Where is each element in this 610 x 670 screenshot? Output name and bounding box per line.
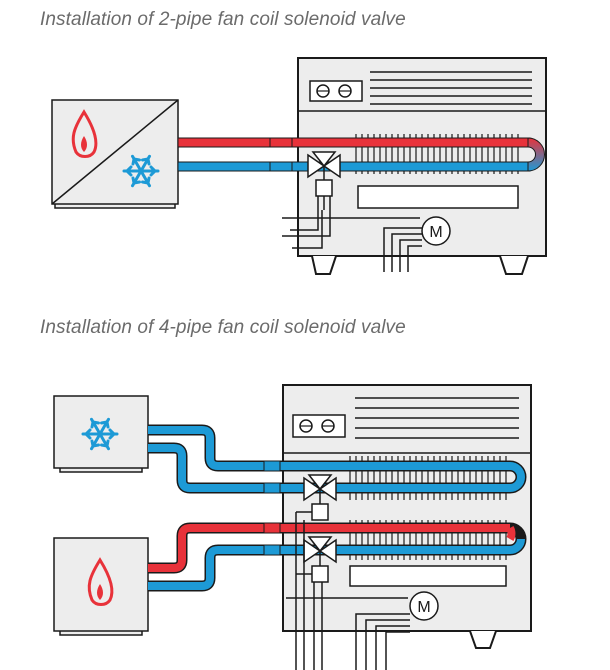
hot-pipe [177, 137, 531, 148]
cold-return-pipe [148, 442, 527, 494]
four-pipe-title: Installation of 4-pipe fan coil solenoid… [40, 317, 406, 338]
pipe-couplings [263, 460, 281, 556]
hot-supply-pipe [148, 522, 527, 574]
flame-icon [87, 557, 114, 606]
cold-supply-pipe [148, 424, 510, 472]
cold-pipe [177, 161, 531, 172]
four-pipe-diagram: M [53, 384, 532, 670]
two-pipe-diagram: M [51, 57, 547, 275]
valve-icon [303, 536, 337, 583]
motor-icon: M [409, 591, 439, 621]
heat-pump-unit [51, 99, 179, 209]
snowflake-icon [81, 417, 119, 451]
control-wiring [286, 511, 410, 670]
control-wiring [282, 196, 422, 272]
valve-icon [307, 151, 341, 210]
hot-return-pipe [148, 544, 510, 592]
motor-label: M [429, 224, 442, 241]
chiller-unit [53, 395, 149, 473]
snowflake-icon [122, 154, 160, 188]
two-pipe-title: Installation of 2-pipe fan coil solenoid… [40, 9, 406, 30]
motor-icon: M [421, 216, 451, 246]
flame-icon [71, 109, 98, 158]
motor-label: M [417, 599, 430, 616]
coil-u-bend [527, 137, 545, 172]
boiler-unit [53, 537, 149, 636]
